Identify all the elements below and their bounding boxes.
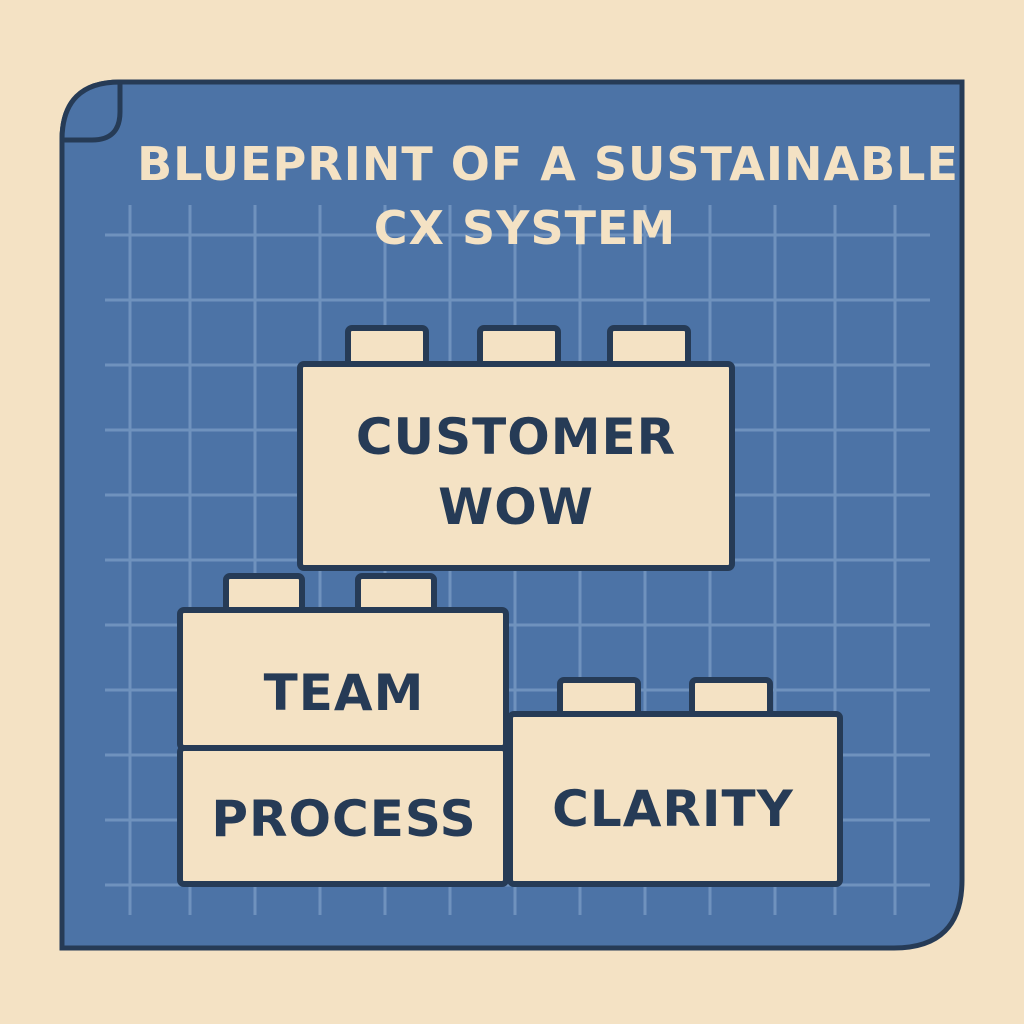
clarity-brick bbox=[507, 711, 843, 887]
customer-wow-label-line-2: WOW bbox=[438, 478, 594, 536]
title-line-2: CX SYSTEM bbox=[374, 201, 676, 255]
process-label: PROCESS bbox=[211, 790, 476, 848]
process-brick bbox=[177, 745, 509, 887]
clarity-label: CLARITY bbox=[552, 780, 794, 838]
team-label: TEAM bbox=[264, 664, 425, 722]
title-line-1: BLUEPRINT OF A SUSTAINABLE bbox=[137, 137, 959, 191]
customer-wow-brick bbox=[297, 361, 735, 571]
customer-wow-label-line-1: CUSTOMER bbox=[356, 408, 676, 466]
sheet-curl-corner bbox=[59, 79, 123, 143]
